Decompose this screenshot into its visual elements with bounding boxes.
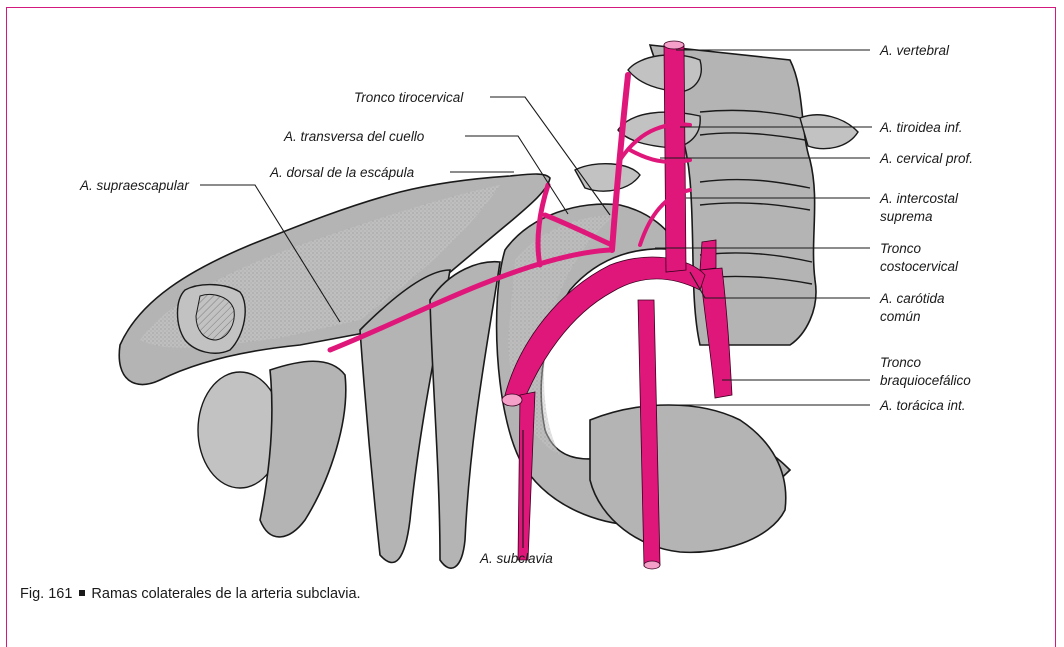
- vertebral-artery-top: [664, 41, 684, 49]
- caption-number: Fig. 161: [20, 586, 72, 602]
- common-carotid: [700, 240, 716, 270]
- humerus-shaft: [260, 361, 346, 537]
- label-carotida-2: común: [880, 309, 921, 324]
- label-costocervical-2: costocervical: [880, 259, 959, 274]
- subclavian-cut: [502, 394, 522, 406]
- manubrium: [590, 405, 786, 552]
- label-transversa: A. transversa del cuello: [283, 129, 425, 144]
- internal-thoracic-end: [644, 561, 660, 569]
- label-vertebral: A. vertebral: [879, 43, 950, 58]
- label-subclavia: A. subclavia: [479, 551, 553, 566]
- caption-text: Ramas colaterales de la arteria subclavi…: [91, 586, 360, 602]
- transverse-process-lateral: [800, 115, 858, 149]
- label-cervical-prof: A. cervical prof.: [879, 151, 973, 166]
- label-costocervical-1: Tronco: [880, 241, 922, 256]
- figure-caption: Fig. 161 Ramas colaterales de la arteria …: [20, 586, 361, 602]
- spine-process: [575, 164, 640, 191]
- label-tirocervical: Tronco tirocervical: [354, 90, 464, 105]
- anatomy-illustration: A. vertebral Tronco tirocervical A. tran…: [0, 0, 1064, 628]
- caption-bullet: [79, 590, 85, 596]
- rib-2: [430, 262, 500, 568]
- label-braquiocefalico-1: Tronco: [880, 355, 922, 370]
- label-toracica: A. torácica int.: [879, 398, 966, 413]
- label-intercostal-2: suprema: [880, 209, 933, 224]
- label-tiroidea: A. tiroidea inf.: [879, 120, 963, 135]
- label-braquiocefalico-2: braquiocefálico: [880, 373, 971, 388]
- label-supraescapular: A. supraescapular: [79, 178, 189, 193]
- label-carotida-1: A. carótida: [879, 291, 945, 306]
- label-dorsal-escapula: A. dorsal de la escápula: [269, 165, 415, 180]
- label-intercostal-1: A. intercostal: [879, 191, 959, 206]
- transverse-process-c2: [618, 112, 700, 148]
